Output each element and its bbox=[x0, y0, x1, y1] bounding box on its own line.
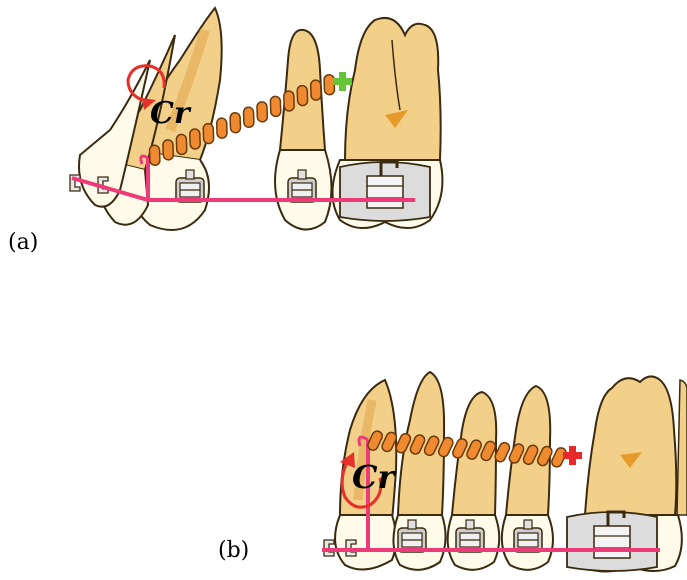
panel-label-a: (a) bbox=[8, 230, 38, 255]
spring-coil bbox=[284, 91, 295, 111]
spring-coil bbox=[297, 85, 308, 105]
spring-coil bbox=[203, 123, 214, 143]
spring-coil bbox=[149, 145, 160, 165]
spring-coil bbox=[217, 118, 228, 138]
anchor-cross-icon bbox=[563, 446, 582, 465]
spring-coil bbox=[230, 113, 241, 133]
panel-b: Cr bbox=[322, 372, 687, 572]
spring-coil bbox=[270, 96, 281, 116]
spring-coil bbox=[257, 102, 268, 122]
spring-coil bbox=[163, 140, 174, 160]
center-of-resistance-label: Cr bbox=[352, 458, 396, 496]
molar-band-icon bbox=[340, 162, 430, 221]
spring-coil bbox=[176, 134, 187, 154]
molar-band-icon bbox=[567, 512, 657, 571]
panel-a: Cr bbox=[70, 8, 442, 230]
panel-label-b: (b) bbox=[218, 538, 249, 563]
anchor-cross-icon bbox=[333, 72, 352, 91]
tooth-molar bbox=[585, 376, 687, 515]
spring-coil bbox=[190, 129, 201, 149]
center-of-resistance-label: Cr bbox=[150, 96, 192, 131]
spring-coil bbox=[311, 80, 322, 100]
spring-coil bbox=[243, 107, 254, 127]
